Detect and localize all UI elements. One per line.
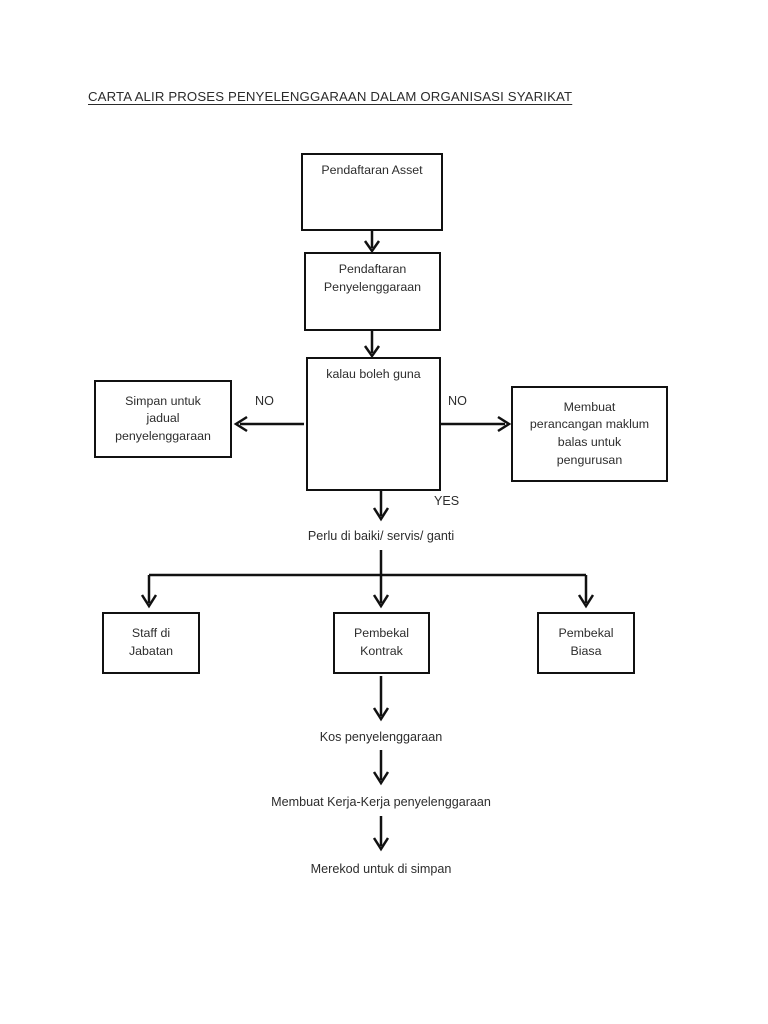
node-label: kalau boleh guna — [326, 367, 421, 381]
node-label-line-1: Staff di — [131, 626, 171, 641]
edge-label-no-right: NO — [448, 394, 467, 408]
node-kos-penyelenggaraan: Kos penyelenggaraan — [319, 730, 443, 744]
edge-label-yes: YES — [434, 494, 460, 508]
node-label-line-2: perancangan maklum — [529, 417, 650, 432]
node-label-line-3: balas untuk — [557, 435, 622, 449]
node-label-line-2: Kontrak — [360, 644, 403, 658]
node-pembekal-kontrak[interactable]: Pembekal Kontrak — [333, 612, 430, 674]
page-title: CARTA ALIR PROSES PENYELENGGARAAN DALAM … — [88, 89, 573, 104]
node-merekod-untuk-di-simpan: Merekod untuk di simpan — [310, 862, 452, 876]
node-label: Pendaftaran Asset — [321, 163, 423, 177]
node-label-line-1: Membuat — [563, 399, 616, 414]
node-kalau-boleh-guna[interactable]: kalau boleh guna — [306, 357, 441, 491]
node-pembekal-biasa[interactable]: Pembekal Biasa — [537, 612, 635, 674]
node-label-line-2: Jabatan — [128, 644, 174, 658]
node-label-line-2: Penyelenggaraan — [323, 279, 422, 294]
node-label-line-1: Pembekal — [558, 626, 614, 641]
node-pendaftaran-asset[interactable]: Pendaftaran Asset — [301, 153, 443, 231]
node-label-line-3: penyelenggaraan — [115, 428, 211, 443]
node-simpan-untuk-jadual[interactable]: Simpan untuk jadual penyelenggaraan — [94, 380, 232, 458]
node-staff-di-jabatan[interactable]: Staff di Jabatan — [102, 612, 200, 674]
node-label-line-1: Pendaftaran — [338, 262, 407, 276]
node-membuat-kerja-kerja-penyelenggaraan: Membuat Kerja-Kerja penyelenggaraan — [271, 795, 491, 809]
node-membuat-perancangan-maklum-balas[interactable]: Membuat perancangan maklum balas untuk p… — [511, 386, 668, 482]
node-label-line-4: pengurusan — [556, 452, 623, 467]
node-label-line-1: Pembekal — [353, 626, 410, 641]
node-label-line-2: Biasa — [570, 644, 602, 658]
node-label-line-2: jadual — [146, 411, 180, 426]
node-perlu-di-baiki-servis-ganti: Perlu di baiki/ servis/ ganti — [307, 529, 455, 543]
node-pendaftaran-penyelenggaraan[interactable]: Pendaftaran Penyelenggaraan — [304, 252, 441, 331]
edge-label-no-left: NO — [255, 394, 274, 408]
node-label-line-1: Simpan untuk — [125, 393, 201, 408]
